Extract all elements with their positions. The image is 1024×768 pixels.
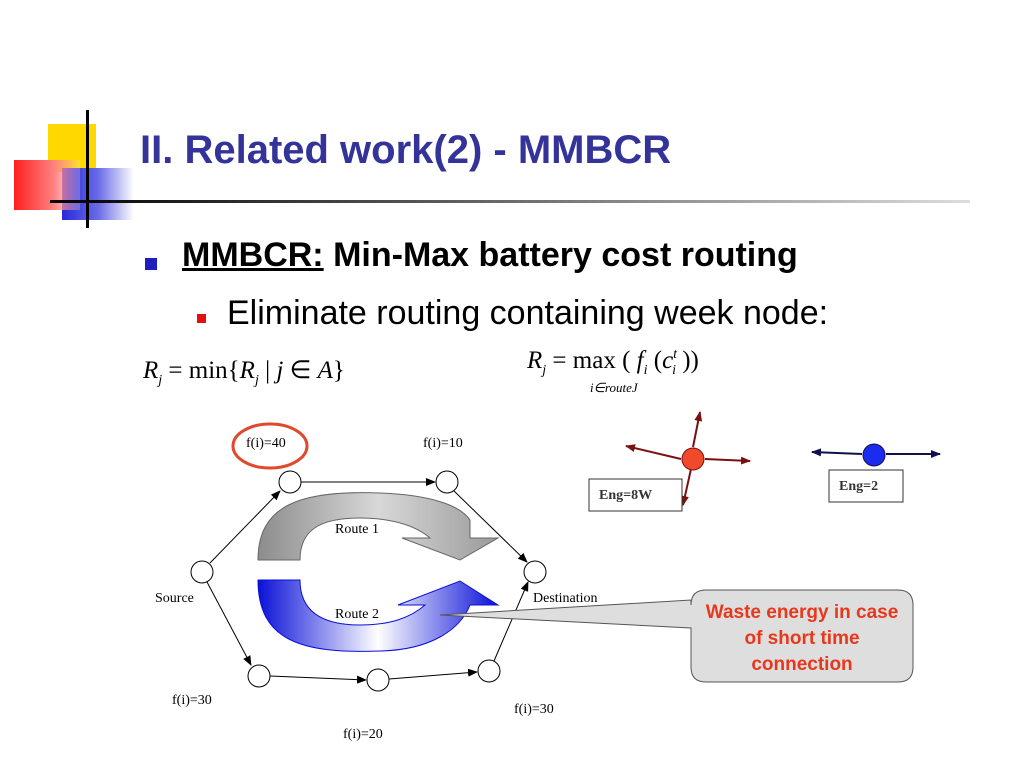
node-bottom-left [247,664,271,688]
callout-text: Waste energy in case of short time conne… [705,602,899,675]
bullet-marker-2 [197,314,206,323]
label-destination: Destination [533,591,598,606]
bullet-text-2: Eliminate routing containing week node: [227,294,829,332]
label-f-top-right: f(i)=10 [423,436,463,451]
node-top-left [278,470,302,494]
route-2-arrow [257,579,500,652]
edge-source-topleft [209,490,281,564]
slide-title: II. Related work(2) - MMBCR [140,128,672,172]
bullet-marker-1 [145,258,157,270]
callout-box [439,589,914,683]
edge-bottomleft-bottommid [269,675,367,684]
label-eng-right: Eng=2 [839,479,878,494]
edge-bottomright-dest [493,581,529,662]
label-f-bottom-right: f(i)=30 [514,702,554,717]
node-top-right [435,470,459,494]
label-route-2: Route 2 [335,607,379,622]
bullet-definition: Min-Max battery cost routing [323,236,798,274]
formula-max-subscript: i∈routeJ [590,380,638,395]
eng-box-left [588,478,683,512]
edge-topright-dest [453,490,528,563]
highlight-ring [231,422,309,470]
weak-node-red [681,447,705,471]
label-eng-left: Eng=8W [599,488,652,503]
route-1-arrow [257,492,500,561]
deco-vertical-line [86,110,89,228]
label-f-bottom-mid: f(i)=20 [343,727,383,742]
eng-box-right [828,469,904,503]
node-blue [862,443,886,467]
label-route-1: Route 1 [335,522,379,537]
bullet-text-1: MMBCR: Min-Max battery cost routing [182,236,798,275]
title-divider [50,200,970,203]
edge-source-bottomleft [206,581,252,666]
bullet-term: MMBCR: [182,236,324,274]
label-source: Source [155,591,194,606]
node-bottom-mid [366,668,390,692]
node-source [190,560,214,584]
formula-max: Rj = max ( fi (cti )) [527,347,699,378]
formula-min: Rj = min{Rj | j ∈ A} [143,357,345,388]
node-destination [523,560,547,584]
label-f-top-left: f(i)=40 [246,436,286,451]
node-bottom-right [477,659,501,683]
edge-bottommid-bottomright [388,668,478,680]
label-f-bottom-left: f(i)=30 [172,693,212,708]
